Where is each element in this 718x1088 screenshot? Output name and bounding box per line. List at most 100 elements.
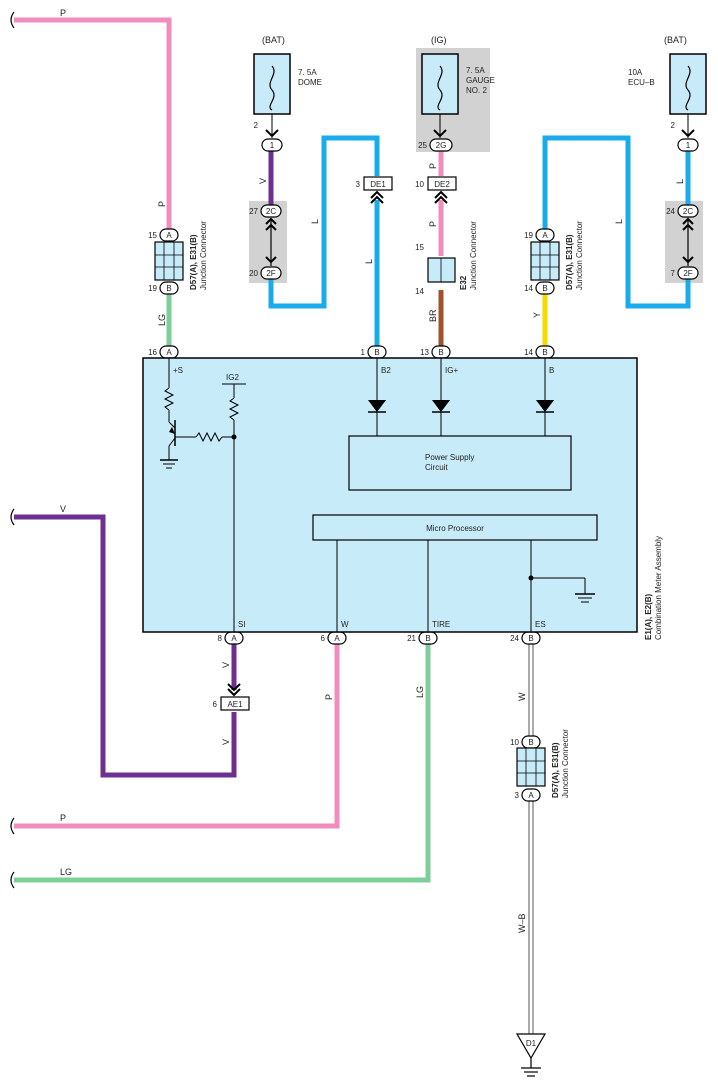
- pin-dome-1-label: 1: [270, 141, 275, 150]
- connector-de2: [427, 176, 457, 191]
- pin-2c-right: [677, 204, 699, 218]
- pin-rj-a-label: A: [542, 231, 548, 240]
- diode-b: [536, 400, 554, 413]
- e32-code: E32: [459, 275, 468, 290]
- num-14-meter: 14: [524, 348, 533, 357]
- wire-label-p-w: P: [324, 694, 334, 700]
- gauge-fuse-amp: 7. 5A: [466, 66, 485, 75]
- wire-label-p-left: P: [157, 201, 167, 207]
- num-27: 27: [249, 207, 258, 216]
- pin-m1-label: B: [374, 348, 379, 357]
- bottom-junction-code: D57(A), E31(B): [551, 742, 560, 798]
- num-2-ecub: 2: [671, 121, 676, 130]
- power-supply-circuit: [348, 435, 572, 491]
- term-es: ES: [535, 620, 546, 629]
- pin-m13-label: B: [438, 348, 443, 357]
- pin-m8-label: A: [231, 634, 237, 643]
- pin-m24-label: B: [528, 634, 533, 643]
- pin-m21-label: B: [425, 634, 430, 643]
- wire-break-top: [10, 11, 15, 29]
- num-14-right: 14: [524, 284, 533, 293]
- num-21: 21: [407, 634, 416, 643]
- pin-2c-right-label: 2C: [683, 207, 693, 216]
- gauge-fuse-name1: GAUGE: [466, 76, 495, 85]
- wire-label-l-de1: L: [364, 259, 374, 264]
- wire-label-l-right: L: [614, 219, 624, 224]
- wire-label-v-ae1: V: [221, 739, 231, 745]
- micro-processor-label: Micro Processor: [426, 524, 484, 533]
- wire-label-y: Y: [532, 312, 542, 318]
- bottom-junction-block: [516, 747, 546, 787]
- gauge-fuse-box: [421, 53, 459, 115]
- dome-fuse-box: [253, 53, 291, 115]
- num-24-meter: 24: [510, 634, 519, 643]
- term-b: B: [549, 366, 554, 375]
- pin-left-junction-a: [159, 228, 179, 242]
- micro-processor: [312, 514, 598, 541]
- num-2-dome: 2: [254, 121, 259, 130]
- term-s: +S: [173, 366, 183, 375]
- pin-2c-left-label: 2C: [266, 207, 276, 216]
- resistor-ig2: [228, 397, 240, 421]
- num-6-ae1: 6: [213, 700, 218, 709]
- ecub-fuse-box: [669, 53, 707, 115]
- pin-lj-b-label: B: [166, 284, 171, 293]
- right-junction-code: D57(A), E31(B): [565, 234, 574, 290]
- bottom-junction-desc: Junction Connector: [561, 729, 570, 798]
- connector-de2-label: DE2: [434, 180, 450, 189]
- wire-label-wb: W–B: [517, 913, 527, 933]
- pin-bj-b-label: B: [528, 738, 533, 747]
- term-b2: B2: [381, 366, 391, 375]
- num-8: 8: [218, 634, 223, 643]
- resistor-s: [163, 387, 175, 411]
- resistor-base: [195, 431, 223, 443]
- num-14-e32: 14: [415, 287, 424, 296]
- right-junction-block: [530, 241, 560, 281]
- connector-ae1-label: AE1: [227, 700, 243, 709]
- wire-break-v: [10, 508, 15, 526]
- pin-2f-left: [260, 266, 282, 280]
- wire-break-p: [10, 817, 15, 835]
- num-24-right: 24: [666, 207, 675, 216]
- term-si: SI: [238, 620, 246, 629]
- gauge-source: (IG): [431, 35, 447, 45]
- wire-v-lower: [14, 514, 237, 778]
- num-19-right: 19: [524, 231, 533, 240]
- wire-label-v-dome: V: [258, 178, 268, 184]
- pin-2c-left: [260, 204, 282, 218]
- pin-m16-label: A: [166, 348, 172, 357]
- ground-d1-triangle: [515, 1033, 547, 1060]
- wire-label-p-gauge: P: [428, 163, 438, 169]
- num-15-e32: 15: [415, 243, 424, 252]
- num-20: 20: [249, 269, 258, 278]
- dome-fuse-name: DOME: [298, 78, 322, 87]
- wire-label-p-top: P: [60, 8, 66, 18]
- ecub-source: (BAT): [664, 35, 687, 45]
- pin-left-junction-b: [159, 281, 179, 295]
- num-10-de2: 10: [415, 180, 424, 189]
- wire-p-top: [14, 17, 172, 232]
- pin-m6-label: A: [334, 634, 340, 643]
- wire-p-lower: [14, 644, 340, 829]
- pin-m14-label: B: [542, 348, 547, 357]
- wire-label-br: BR: [428, 309, 438, 322]
- pin-2f-right-label: 2F: [683, 269, 692, 278]
- right-junction-desc: Junction Connector: [575, 221, 584, 290]
- diode-b2: [368, 400, 386, 413]
- ground-d1-label: D1: [526, 1039, 537, 1048]
- wire-l-dome-loop: [268, 135, 380, 309]
- num-10-bottom: 10: [510, 738, 519, 747]
- wire-label-w: W: [517, 692, 527, 701]
- pin-ecub-1-label: 1: [686, 141, 691, 150]
- pin-right-junction-b: [535, 281, 555, 295]
- ecub-fuse-amp: 10A: [628, 68, 643, 77]
- dome-fuse-icon: [269, 65, 275, 111]
- pin-bj-a-label: A: [528, 791, 534, 800]
- meter-code: E1(A), E2(B): [644, 593, 653, 640]
- num-7: 7: [671, 269, 676, 278]
- gauge-fuse-name2: NO. 2: [466, 86, 487, 95]
- wire-label-lg-tire: LG: [415, 686, 425, 698]
- diode-igp: [432, 400, 450, 413]
- wire-label-l-ecub: L: [675, 179, 685, 184]
